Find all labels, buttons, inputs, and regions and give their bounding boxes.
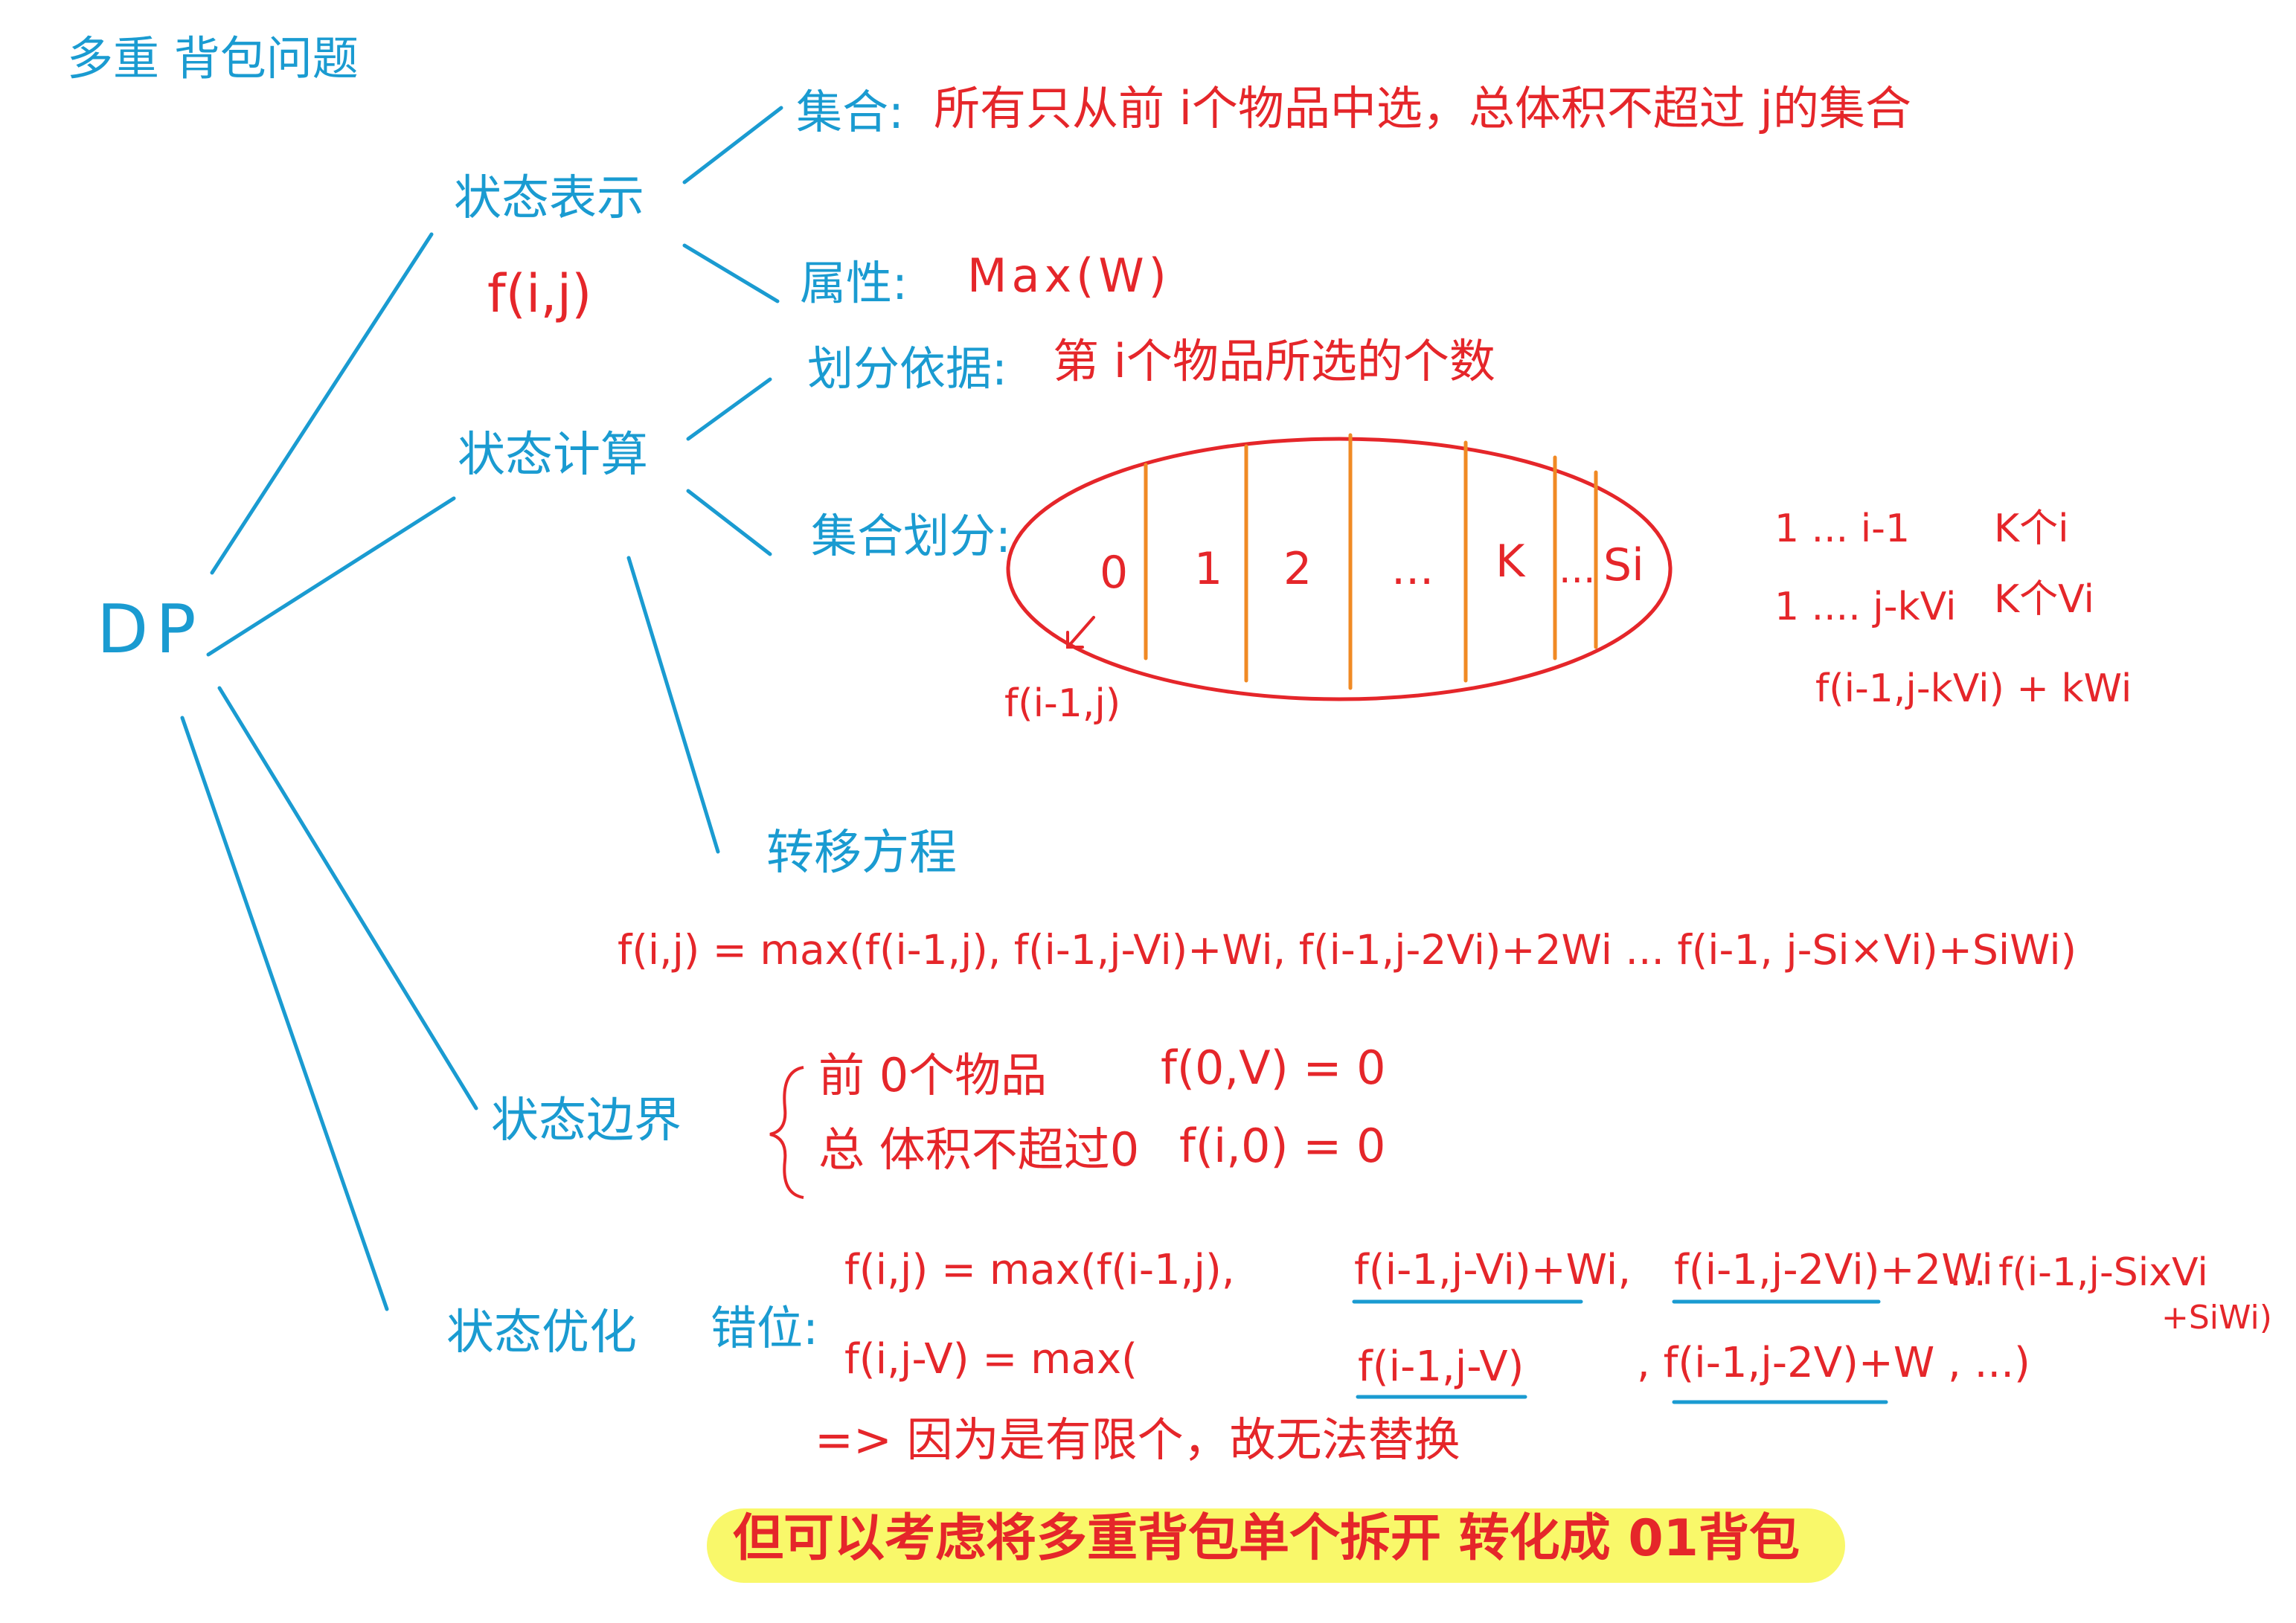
boundary-line1-eq: f(0,V) = 0 <box>1161 1041 1386 1095</box>
opt-eq2-t1: f(i-1,j-V) <box>1358 1343 1524 1391</box>
arrow-label: f(i-1,j) <box>1004 681 1121 726</box>
edge-calc-partition <box>686 489 772 556</box>
opt-eq1-t3: ... f(i-1,j-SixVi <box>1949 1250 2208 1295</box>
cell-1: 1 <box>1194 543 1223 595</box>
opt-eq2-t2: , f(i-1,j-2V)+W , ...) <box>1637 1339 2030 1387</box>
opt-label: 错位: <box>711 1301 818 1355</box>
set-text: 所有只从前 i个物品中选，总体积不超过 j的集合 <box>934 81 1911 135</box>
note2-range: 1 .... j-kVi <box>1774 585 1957 629</box>
edge-calc-transition <box>626 556 720 854</box>
note2-count: K个Vi <box>1994 577 2094 622</box>
partition-ellipse <box>1006 437 1673 701</box>
partition-label: 集合划分: <box>811 509 1011 563</box>
note1-count: K个i <box>1994 507 2069 551</box>
highlight-band <box>707 1508 1845 1583</box>
edge-repr-set <box>682 106 783 184</box>
cell-k: K <box>1495 536 1525 588</box>
cell-si: Si <box>1603 539 1644 591</box>
boundary-line2-text: 总 体积不超过0 <box>818 1122 1140 1177</box>
opt-eq1-lhs: f(i,j) = max(f(i-1,j), <box>844 1246 1235 1294</box>
attr-text: Max(W) <box>967 248 1171 303</box>
opt-eq1-t2: f(i-1,j-2Vi)+2Wi <box>1674 1246 1993 1294</box>
edge-dp-opt <box>180 716 389 1311</box>
page-title: 多重 背包问题 <box>67 31 359 86</box>
arrow-cell0 <box>1066 616 1095 649</box>
cell-ellipsis-2: ... <box>1559 547 1596 592</box>
cell-2: 2 <box>1283 543 1312 595</box>
set-label: 集合: <box>796 85 904 139</box>
node-transition: 转移方程 <box>766 826 957 881</box>
cell-ellipsis-1: ... <box>1391 543 1434 595</box>
edge-dp-state-calc <box>206 496 456 657</box>
opt-eq2-lhs: f(i,j-V) = max( <box>844 1335 1138 1383</box>
arrow-head <box>1066 631 1084 649</box>
edge-dp-boundary <box>217 686 478 1111</box>
basis-text: 第 i个物品所选的个数 <box>1053 334 1495 388</box>
node-state-opt: 状态优化 <box>446 1305 637 1360</box>
basis-label: 划分依据: <box>807 341 1007 396</box>
node-state-boundary: 状态边界 <box>491 1093 682 1148</box>
attr-label: 属性: <box>800 256 908 310</box>
edge-calc-basis <box>686 377 772 441</box>
note3: f(i-1,j-kVi) + kWi <box>1815 666 2132 711</box>
opt-conclusion: => 因为是有限个，故无法替换 <box>815 1413 1460 1467</box>
boundary-line2-eq: f(i,0) = 0 <box>1179 1119 1386 1173</box>
opt-eq1-t1: f(i-1,j-Vi)+Wi, <box>1354 1246 1632 1294</box>
opt-eq1-t3b: +SiWi) <box>2161 1299 2272 1337</box>
edge-dp-state-repr <box>210 232 434 575</box>
root-node-dp: DP <box>97 591 204 669</box>
opt-highlight-text: 但可以考虑将多重背包单个拆开 转化成 01背包 <box>733 1509 1800 1568</box>
boundary-line1-text: 前 0个物品 <box>818 1048 1048 1102</box>
transition-equation: f(i,j) = max(f(i-1,j), f(i-1,j-Vi)+Wi, f… <box>618 926 2077 974</box>
cell-0: 0 <box>1100 547 1129 599</box>
edge-repr-attr <box>682 243 780 303</box>
node-state-fn: f(i,j) <box>487 263 592 324</box>
note1-range: 1 ... i-1 <box>1774 507 1911 551</box>
node-state-repr: 状态表示 <box>454 171 644 226</box>
node-state-calc: 状态计算 <box>458 428 648 483</box>
boundary-brace <box>769 1066 804 1199</box>
